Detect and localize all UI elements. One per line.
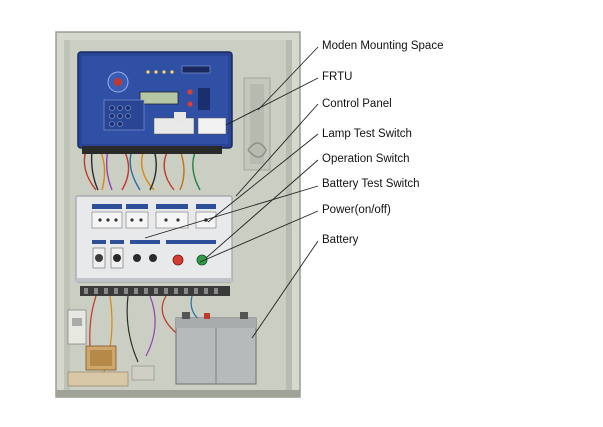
label-frtu: FRTU xyxy=(322,71,353,83)
control-panel xyxy=(75,195,233,283)
frtu-display xyxy=(139,91,179,105)
label-battery-test-switch: Battery Test Switch xyxy=(322,178,420,190)
frtu-unit xyxy=(77,51,233,149)
green-lamp xyxy=(196,254,208,266)
label-power-on-off: Power(on/off) xyxy=(322,204,391,216)
label-control-panel: Control Panel xyxy=(322,98,392,110)
label-operation-switch: Operation Switch xyxy=(322,153,410,165)
label-modem-mounting-space: Moden Mounting Space xyxy=(322,40,444,52)
label-lamp-test-switch: Lamp Test Switch xyxy=(322,128,412,140)
label-battery: Battery xyxy=(322,234,359,246)
red-lamp xyxy=(172,254,184,266)
battery-pack xyxy=(175,312,257,385)
